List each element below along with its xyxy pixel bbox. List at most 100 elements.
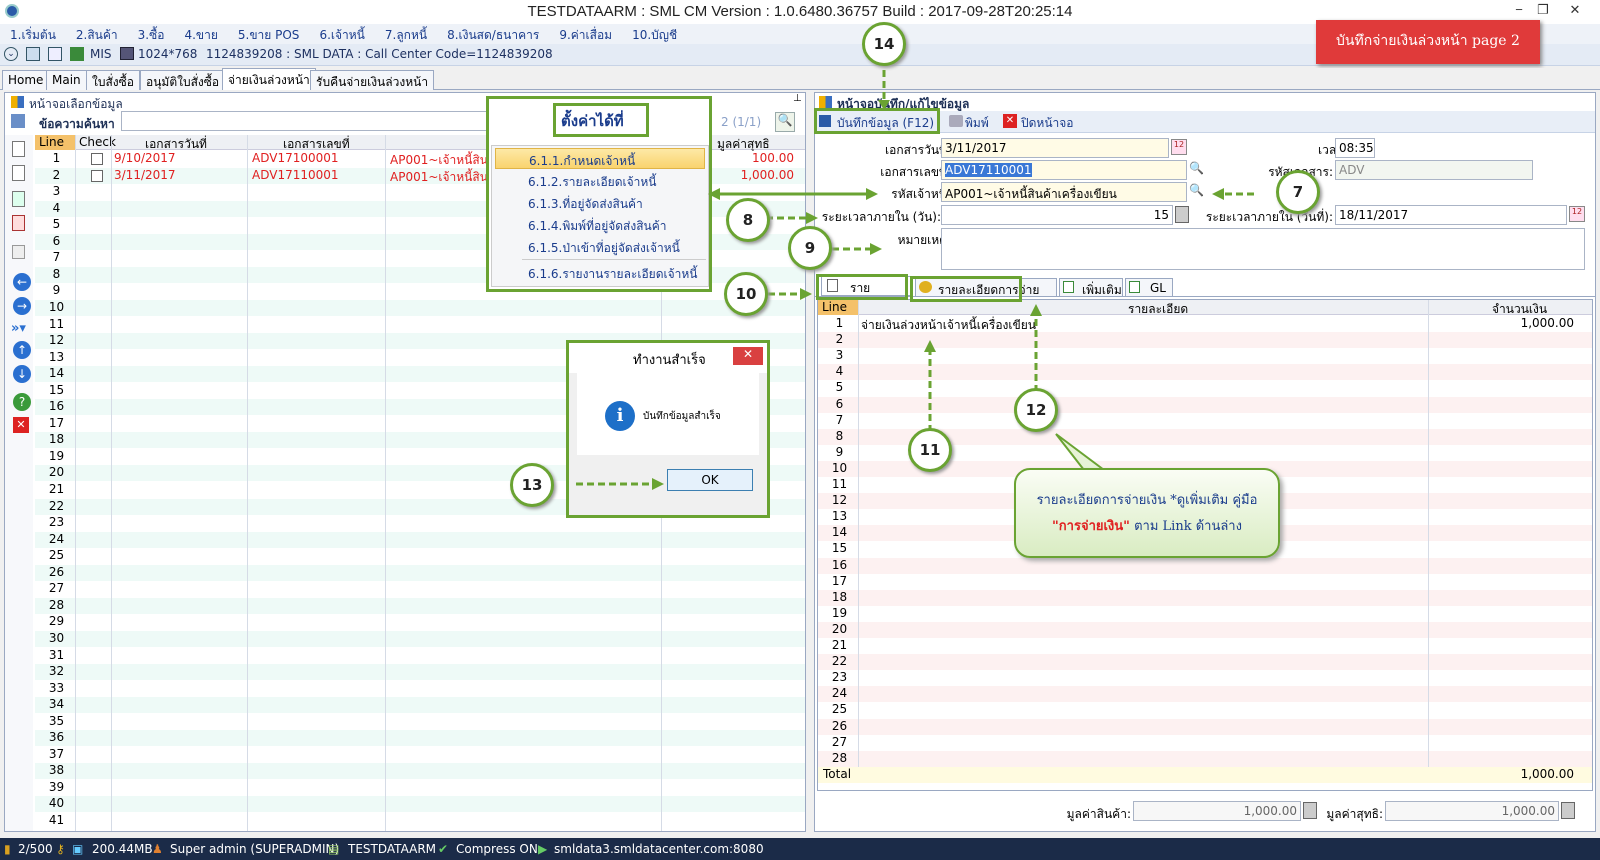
- col-amount-header[interactable]: มูลค่าสุทธิ: [717, 137, 770, 151]
- arrow-down-icon[interactable]: ↓: [13, 365, 31, 383]
- table-row[interactable]: 24: [818, 686, 1592, 703]
- ok-button[interactable]: OK: [667, 469, 753, 491]
- table-row[interactable]: 16: [818, 557, 1592, 574]
- table-row[interactable]: 40: [35, 796, 805, 813]
- table-row[interactable]: 38: [35, 763, 805, 780]
- menu-item-start[interactable]: 1.เริ่มต้น: [10, 28, 56, 42]
- table-row[interactable]: 27: [818, 734, 1592, 751]
- table-row[interactable]: 24: [35, 531, 805, 548]
- table-row[interactable]: 17: [818, 573, 1592, 590]
- remark-field[interactable]: [941, 228, 1585, 270]
- calculator-icon[interactable]: [1303, 802, 1317, 819]
- table-row[interactable]: 25: [35, 548, 805, 565]
- fast-forward-icon[interactable]: »▾: [11, 321, 26, 336]
- check-doc-icon[interactable]: [12, 191, 25, 207]
- tab-purchase-order[interactable]: ใบสั่งซื้อ: [86, 70, 141, 90]
- tab-advance-return[interactable]: รับคืนจ่ายเงินล่วงหน้า: [310, 70, 435, 90]
- days-field[interactable]: 15: [941, 205, 1173, 225]
- menu-creditor-report[interactable]: 6.1.6.รายงานรายละเอียดเจ้าหนี้: [528, 267, 698, 281]
- table-row[interactable]: 1 จ่ายเงินล่วงหน้าเจ้าหนี้เครื่องเขียน 1…: [818, 316, 1592, 332]
- menu-import-address[interactable]: 6.1.5.ป่าเข้าที่อยู่จัดส่งเจ้าหนี้: [528, 241, 680, 255]
- table-row[interactable]: 23: [35, 515, 805, 532]
- col-line-header[interactable]: Line: [35, 135, 75, 150]
- table-row[interactable]: 11: [35, 316, 805, 333]
- arrow-right-icon[interactable]: →: [13, 297, 31, 315]
- close-screen-button[interactable]: ปิดหน้าจอ: [1021, 116, 1074, 130]
- row-detail[interactable]: จ่ายเงินล่วงหน้าเจ้าหนี้เครื่องเขียน: [861, 318, 1036, 332]
- menu-item-cash[interactable]: 8.เงินสด/ธนาคาร: [447, 28, 540, 42]
- table-row[interactable]: 4: [818, 364, 1592, 381]
- print-button[interactable]: พิมพ์: [965, 116, 989, 130]
- doc-date-field[interactable]: 3/11/2017: [941, 138, 1169, 158]
- table-row[interactable]: 27: [35, 581, 805, 598]
- callout-highlight[interactable]: "การจ่ายเงิน": [1052, 519, 1130, 534]
- table-row[interactable]: 7: [818, 412, 1592, 429]
- table-row[interactable]: 28: [818, 750, 1592, 767]
- menu-delivery-address[interactable]: 6.1.3.ที่อยู่จัดส่งสินค้า: [528, 197, 643, 211]
- table-row[interactable]: 21: [818, 638, 1592, 654]
- close-icon[interactable]: ✕: [1003, 114, 1017, 128]
- menu-item-sales[interactable]: 4.ขาย: [184, 28, 218, 42]
- row-amount[interactable]: 1,000.00: [1520, 316, 1574, 330]
- menu-item-creditor[interactable]: 6.เจ้าหนี้: [319, 28, 365, 42]
- list-icon[interactable]: [12, 245, 25, 259]
- row-checkbox[interactable]: [91, 169, 103, 182]
- close-button[interactable]: ✕: [1569, 2, 1581, 17]
- help-icon[interactable]: ?: [13, 393, 31, 411]
- table-row[interactable]: 20: [818, 621, 1592, 638]
- table-row[interactable]: 33: [35, 680, 805, 697]
- tab-advance-payment[interactable]: จ่ายเงินล่วงหน้า: [222, 68, 316, 90]
- col-amount-header[interactable]: จำนวนเงิน: [1492, 302, 1548, 316]
- save-icon[interactable]: [819, 115, 831, 127]
- search-icon[interactable]: 🔍: [1189, 161, 1204, 175]
- save-button[interactable]: บันทึกข้อมูล (F12): [837, 116, 935, 130]
- col-date-header[interactable]: เอกสารวันที่: [145, 137, 207, 151]
- chevron-down-icon[interactable]: ⌄: [4, 47, 18, 61]
- table-row[interactable]: 3: [818, 348, 1592, 365]
- menu-creditor-details[interactable]: 6.1.2.รายละเอียดเจ้าหนี้: [528, 175, 657, 189]
- table-row[interactable]: 26: [35, 564, 805, 581]
- chart-icon[interactable]: [70, 47, 84, 61]
- doc-no-field[interactable]: ADV17110001: [941, 160, 1187, 180]
- pdf-icon[interactable]: [12, 215, 25, 231]
- row-checkbox[interactable]: [91, 153, 103, 165]
- restore-button[interactable]: ❐: [1537, 2, 1549, 17]
- new-doc-icon[interactable]: [12, 141, 25, 157]
- col-line-header[interactable]: Line: [818, 300, 858, 315]
- layout-icon[interactable]: [26, 47, 40, 61]
- search-icon[interactable]: 🔍: [775, 112, 795, 132]
- table-row[interactable]: 2: [818, 332, 1592, 349]
- menu-item-goods[interactable]: 2.สินค้า: [75, 28, 118, 42]
- menu-print-address[interactable]: 6.1.4.พิมพ์ที่อยู่จัดส่งสินค้า: [528, 219, 667, 233]
- tab-additional[interactable]: เพิ่มเติม: [1059, 278, 1123, 297]
- delete-icon[interactable]: ✕: [13, 417, 29, 433]
- creditor-field[interactable]: AP001~เจ้าหนี้สินค้าเครื่องเขียน: [941, 182, 1187, 202]
- blank-doc-icon[interactable]: [12, 165, 25, 181]
- dialog-close-button[interactable]: ✕: [733, 347, 763, 365]
- mis-label[interactable]: MIS: [90, 47, 112, 61]
- grid-icon[interactable]: [48, 47, 62, 61]
- table-row[interactable]: 35: [35, 713, 805, 730]
- tab-main[interactable]: Main: [46, 70, 87, 90]
- search-icon[interactable]: 🔍: [1189, 183, 1204, 197]
- table-row[interactable]: 23: [818, 670, 1592, 687]
- table-row[interactable]: 28: [35, 597, 805, 614]
- col-detail-header[interactable]: รายละเอียด: [1128, 302, 1189, 316]
- table-row[interactable]: 22: [818, 654, 1592, 671]
- col-check-header[interactable]: Check: [79, 135, 116, 149]
- table-row[interactable]: 9: [818, 444, 1592, 461]
- table-row[interactable]: 29: [35, 614, 805, 631]
- table-row[interactable]: 39: [35, 779, 805, 796]
- calendar-icon[interactable]: 12: [1171, 139, 1187, 155]
- col-doc-header[interactable]: เอกสารเลขที่: [283, 137, 350, 151]
- menu-define-creditor[interactable]: 6.1.1.กำหนดเจ้าหนี้: [495, 148, 705, 169]
- table-row[interactable]: 31: [35, 647, 805, 664]
- table-row[interactable]: 5: [818, 380, 1592, 397]
- menu-item-pos[interactable]: 5.ขาย POS: [237, 28, 300, 42]
- menu-item-debtor[interactable]: 7.ลูกหนี้: [384, 28, 428, 42]
- menu-item-account[interactable]: 10.บัญชี: [632, 28, 678, 42]
- table-row[interactable]: 32: [35, 664, 805, 681]
- table-row[interactable]: 18: [818, 589, 1592, 606]
- minimize-button[interactable]: −: [1515, 2, 1523, 17]
- table-row[interactable]: 36: [35, 730, 805, 747]
